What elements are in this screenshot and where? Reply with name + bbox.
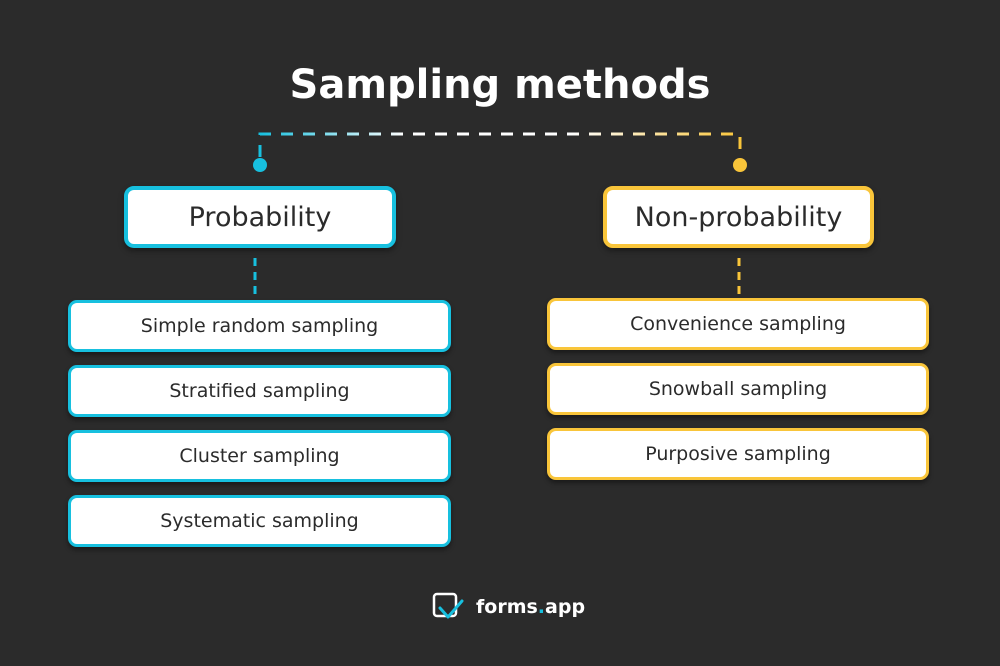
method-item: Convenience sampling [547,298,929,350]
non-probability-methods-list: Convenience sampling Snowball sampling P… [547,298,929,493]
method-item: Purposive sampling [547,428,929,480]
probability-category-box: Probability [124,186,396,248]
non-probability-node-dot [733,158,747,172]
brand-name: forms.app [476,596,586,618]
method-item: Stratified sampling [68,365,451,417]
method-item: Simple random sampling [68,300,451,352]
method-item: Snowball sampling [547,363,929,415]
diagram-title: Sampling methods [289,62,711,108]
method-item: Cluster sampling [68,430,451,482]
non-probability-category-box: Non-probability [603,186,874,248]
method-item: Systematic sampling [68,495,451,547]
probability-node-dot [253,158,267,172]
probability-methods-list: Simple random sampling Stratified sampli… [68,300,451,560]
brand-logo: forms.app [432,592,585,622]
forms-app-logo-icon [432,592,464,619]
